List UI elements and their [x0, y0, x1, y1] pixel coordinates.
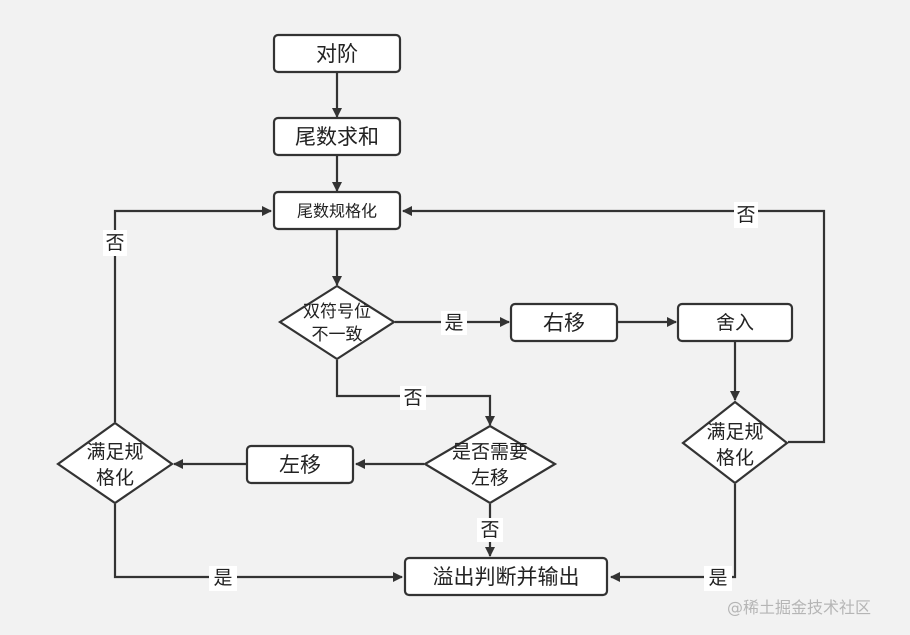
node-overflow-output: [403, 556, 609, 597]
node-left-shift: [245, 444, 355, 485]
node-left-check-label-1: 满足规: [86, 441, 143, 463]
node-double-sign-label-2: 不一致: [312, 325, 363, 345]
node-align: [272, 33, 402, 74]
node-round-label: 舍入: [716, 312, 754, 334]
node-need-left-label-2: 左移: [471, 467, 509, 489]
node-left-shift-label: 左移: [279, 453, 321, 477]
node-need-left-shift-check: [422, 424, 558, 505]
node-normalize: [272, 190, 402, 231]
node-need-left-label-1: 是否需要: [452, 441, 528, 463]
edge-leftcheck-no-to-normalize: [113, 206, 272, 422]
node-right-shift: [509, 302, 619, 343]
node-double-sign-check: [277, 284, 397, 361]
label-right-check-yes: 是: [708, 567, 727, 589]
node-right-check-label-1: 满足规: [706, 421, 763, 443]
node-right-normalize-check: [681, 400, 789, 485]
node-left-check-label-2: 格化: [96, 467, 134, 489]
node-right-shift-label: 右移: [543, 311, 585, 335]
label-need-left-no: 否: [480, 519, 499, 541]
node-right-check-label-2: 格化: [716, 447, 754, 469]
node-mantissa-sum: [272, 116, 402, 157]
edges: [113, 73, 826, 582]
label-double-sign-yes: 是: [444, 312, 463, 334]
edge-leftcheck-yes-to-overflow: [113, 504, 403, 582]
edge-rightcheck-no-to-normalize: [402, 206, 826, 444]
node-round: [676, 302, 794, 343]
node-normalize-label: 尾数规格化: [297, 202, 377, 221]
node-left-normalize-check: [56, 421, 174, 505]
nodes: 对阶 尾数求和 尾数规格化 双符号位 不一致 右移 舍入 满足规 格化 是否需要…: [56, 33, 794, 597]
node-double-sign-label-1: 双符号位: [303, 302, 371, 322]
node-align-label: 对阶: [316, 42, 358, 66]
node-mantissa-sum-label: 尾数求和: [295, 125, 379, 149]
label-right-check-no: 否: [736, 204, 755, 226]
edge-rightcheck-yes-to-overflow: [610, 484, 737, 582]
label-double-sign-no: 否: [403, 387, 422, 409]
label-left-check-yes: 是: [213, 567, 232, 589]
label-left-check-no: 否: [105, 232, 124, 254]
watermark: @稀土掘金技术社区: [727, 598, 872, 617]
edge-labels: 否 否 是 否 否 是 是: [103, 202, 758, 591]
node-overflow-label: 溢出判断并输出: [433, 565, 580, 589]
